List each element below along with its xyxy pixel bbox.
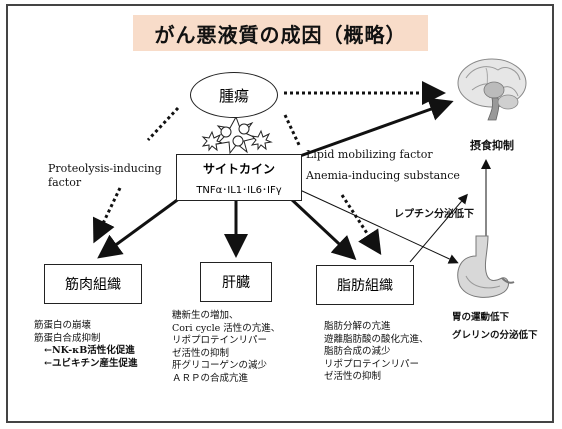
muscle-effect-1: 筋蛋白の崩壊	[34, 320, 92, 331]
liver-effect-3: リポプロテインリパー	[172, 335, 268, 346]
tumor-node: 腫瘍	[190, 72, 278, 118]
fat-to-brain-leptin-arrow	[409, 193, 468, 263]
muscle-effect-4: ←ユビキチン産生促進	[44, 357, 138, 369]
muscle-node: 筋肉組織	[44, 264, 142, 304]
liver-effect-5: 肝グリコーゲンの減少	[172, 360, 268, 371]
stomach-illustration	[457, 235, 515, 298]
tumor-to-fat-lower-dots	[340, 194, 382, 256]
slide-title: がん悪液質の成因（概略）	[133, 15, 428, 51]
cytokine-list: TNFα･IL1･IL6･IFγ	[196, 184, 282, 196]
leptin-label: レプチン分泌低下	[394, 209, 474, 220]
liver-effects-list: 糖新生の増加、 Cori cycle 活性の亢進、 リポプロテインリパー ゼ活性…	[172, 310, 280, 385]
muscle-effect-3: ←NK-κB活性化促進	[44, 345, 135, 356]
cytokine-to-stomach-arrow	[299, 189, 459, 264]
fat-effect-5: ゼ活性の抑制	[324, 371, 382, 382]
liver-label: 肝臓	[222, 275, 250, 291]
fat-node: 脂肪組織	[316, 265, 414, 305]
muscle-effect-2: 筋蛋白合成抑制	[34, 332, 101, 344]
tumor-label: 腫瘍	[218, 86, 249, 105]
stomach-effect-1: 胃の運動低下	[452, 312, 510, 323]
cytokine-node: サイトカイン TNFα･IL1･IL6･IFγ	[176, 154, 302, 201]
muscle-label: 筋肉組織	[65, 277, 121, 293]
proteolysis-line-2: factor	[48, 176, 82, 189]
proteolysis-line-1: Proteolysis-inducing	[48, 162, 162, 175]
cytokine-to-brain-arrow	[299, 97, 454, 158]
tumor-to-muscle-upper-dots	[146, 106, 180, 142]
fat-effect-2: 遊離脂肪酸の酸化亢進、	[324, 333, 429, 345]
brain-illustration	[457, 58, 527, 121]
liver-effect-2: Cori cycle 活性の亢進、	[172, 322, 281, 334]
tumor-to-muscle-lower-dots	[92, 187, 122, 244]
cytokine-to-fat-arrow	[288, 196, 357, 261]
liver-effect-6: ＡＲＰの合成亢進	[172, 372, 249, 384]
cytokine-burst-icon	[201, 115, 273, 155]
cytokine-label: サイトカイン	[202, 161, 275, 176]
liver-effect-4: ゼ活性の抑制	[172, 347, 230, 359]
tumor-to-fat-upper-dots	[283, 114, 302, 148]
proteolysis-factor-label: Proteolysis-inducing factor	[48, 162, 162, 190]
fat-effects-list: 脂肪分解の亢進 遊離脂肪酸の酸化亢進、 脂肪合成の減少 リポプロテインリパー ゼ…	[324, 321, 429, 384]
anemia-factor-label: Anemia-inducing substance	[306, 169, 460, 182]
muscle-effects-list: 筋蛋白の崩壊 筋蛋白合成抑制 ←NK-κB活性化促進 ←ユビキチン産生促進	[34, 320, 137, 370]
fat-effect-3: 脂肪合成の減少	[324, 346, 391, 357]
cytokine-to-muscle-arrow	[97, 196, 181, 259]
stomach-effect-2: グレリンの分泌低下	[452, 330, 538, 341]
lipid-factor-label: Lipid mobilizing factor	[306, 148, 433, 161]
fat-effect-1: 脂肪分解の亢進	[324, 321, 391, 332]
brain-effect-label: 摂食抑制	[470, 139, 514, 152]
liver-node: 肝臓	[200, 262, 272, 302]
fat-effect-4: リポプロテインリパー	[324, 358, 420, 370]
liver-effect-1: 糖新生の増加、	[172, 310, 239, 321]
fat-label: 脂肪組織	[337, 278, 393, 294]
